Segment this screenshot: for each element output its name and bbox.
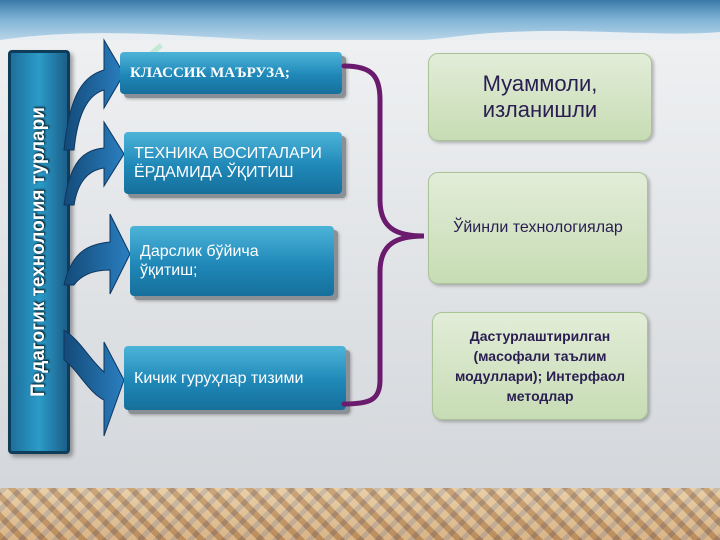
type-box-label: Дарслик бўйича ўқитиш; — [140, 243, 259, 279]
category-box-label: Дастурлаштирилган (масофали таълим модул… — [455, 328, 625, 404]
type-box-small-groups: Кичик гуруҳлар тизими — [124, 346, 346, 410]
type-box-classic-lecture: КЛАССИК МАЪРУЗА; — [120, 52, 342, 94]
arrow-4 — [63, 329, 125, 437]
bottom-ornament — [0, 488, 720, 540]
category-box-label: Ўйинли технологиялар — [453, 219, 623, 236]
category-box-label: Муаммоли, изланишли — [482, 71, 598, 122]
category-box-programmed: Дастурлаштирилган (масофали таълим модул… — [432, 312, 648, 420]
arrow-2 — [63, 120, 125, 206]
category-box-problem-search: Муаммоли, изланишли — [428, 53, 652, 141]
type-box-label: Кичик гуруҳлар тизими — [134, 369, 304, 387]
arrow-1 — [63, 38, 125, 151]
category-box-game-tech: Ўйинли технологиялар — [428, 172, 648, 284]
type-box-technical-means: ТЕХНИКА ВОСИТАЛАРИ ЁРДАМИДА ЎҚИТИШ — [124, 132, 342, 194]
type-box-textbook: Дарслик бўйича ўқитиш; — [130, 226, 334, 296]
type-box-label: КЛАССИК МАЪРУЗА; — [130, 64, 290, 81]
type-box-label: ТЕХНИКА ВОСИТАЛАРИ ЁРДАМИДА ЎҚИТИШ — [134, 145, 322, 181]
vertical-title-bar: Педагогик технология турлари — [8, 50, 70, 454]
